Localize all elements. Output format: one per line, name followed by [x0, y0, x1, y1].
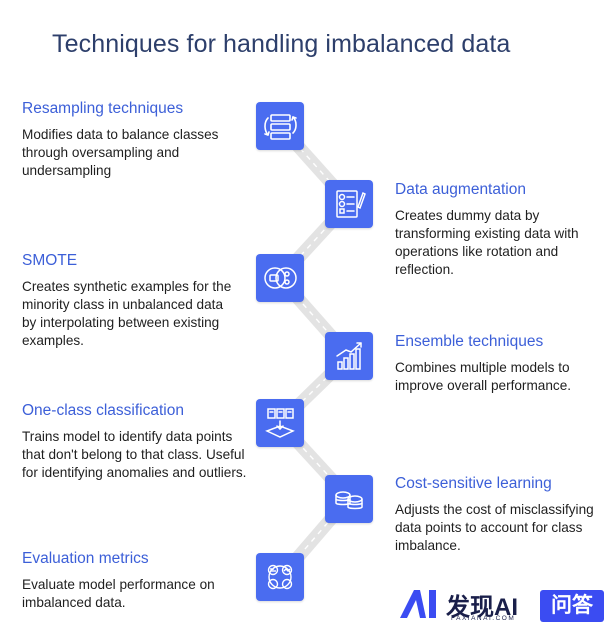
step-heading: Resampling techniques	[22, 100, 184, 117]
smote-icon	[256, 254, 304, 302]
step-description: Adjusts the cost of misclassifying data …	[395, 502, 594, 553]
step-description: Creates dummy data by transforming exist…	[395, 208, 579, 277]
watermark-subtext: FAXIANAI.COM	[451, 615, 516, 622]
step-resampling: Resampling techniques Modifies data to b…	[22, 100, 247, 180]
step-heading: One-class classification	[22, 402, 184, 419]
step-heading: Cost-sensitive learning	[395, 475, 552, 492]
step-one-class: One-class classification Trains model to…	[22, 402, 247, 482]
step-description: Trains model to identify data points tha…	[22, 429, 247, 480]
step-cost-sensitive: Cost-sensitive learning Adjusts the cost…	[395, 475, 615, 555]
step-data-augmentation: Data augmentation Creates dummy data by …	[395, 181, 610, 279]
step-description: Combines multiple models to improve over…	[395, 360, 572, 393]
resampling-icon	[256, 102, 304, 150]
step-ensemble: Ensemble techniques Combines multiple mo…	[395, 333, 610, 395]
watermark-text: 发现AI	[446, 594, 518, 621]
step-heading: Evaluation metrics	[22, 550, 149, 567]
step-description: Evaluate model performance on imbalanced…	[22, 577, 215, 610]
step-evaluation-metrics: Evaluation metrics Evaluate model perfor…	[22, 550, 247, 612]
step-smote: SMOTE Creates synthetic examples for the…	[22, 252, 237, 350]
page-title: Techniques for handling imbalanced data	[52, 30, 511, 58]
step-heading: Data augmentation	[395, 181, 526, 198]
data-augmentation-icon	[325, 180, 373, 228]
one-class-icon	[256, 399, 304, 447]
coins-icon	[325, 475, 373, 523]
evaluation-metrics-icon	[256, 553, 304, 601]
faxianai-logo-icon	[400, 590, 436, 618]
step-description: Modifies data to balance classes through…	[22, 127, 219, 178]
watermark-badge: 问答	[540, 590, 604, 622]
step-heading: Ensemble techniques	[395, 333, 544, 350]
step-heading: SMOTE	[22, 252, 78, 269]
ensemble-chart-icon	[325, 332, 373, 380]
step-description: Creates synthetic examples for the minor…	[22, 279, 232, 348]
